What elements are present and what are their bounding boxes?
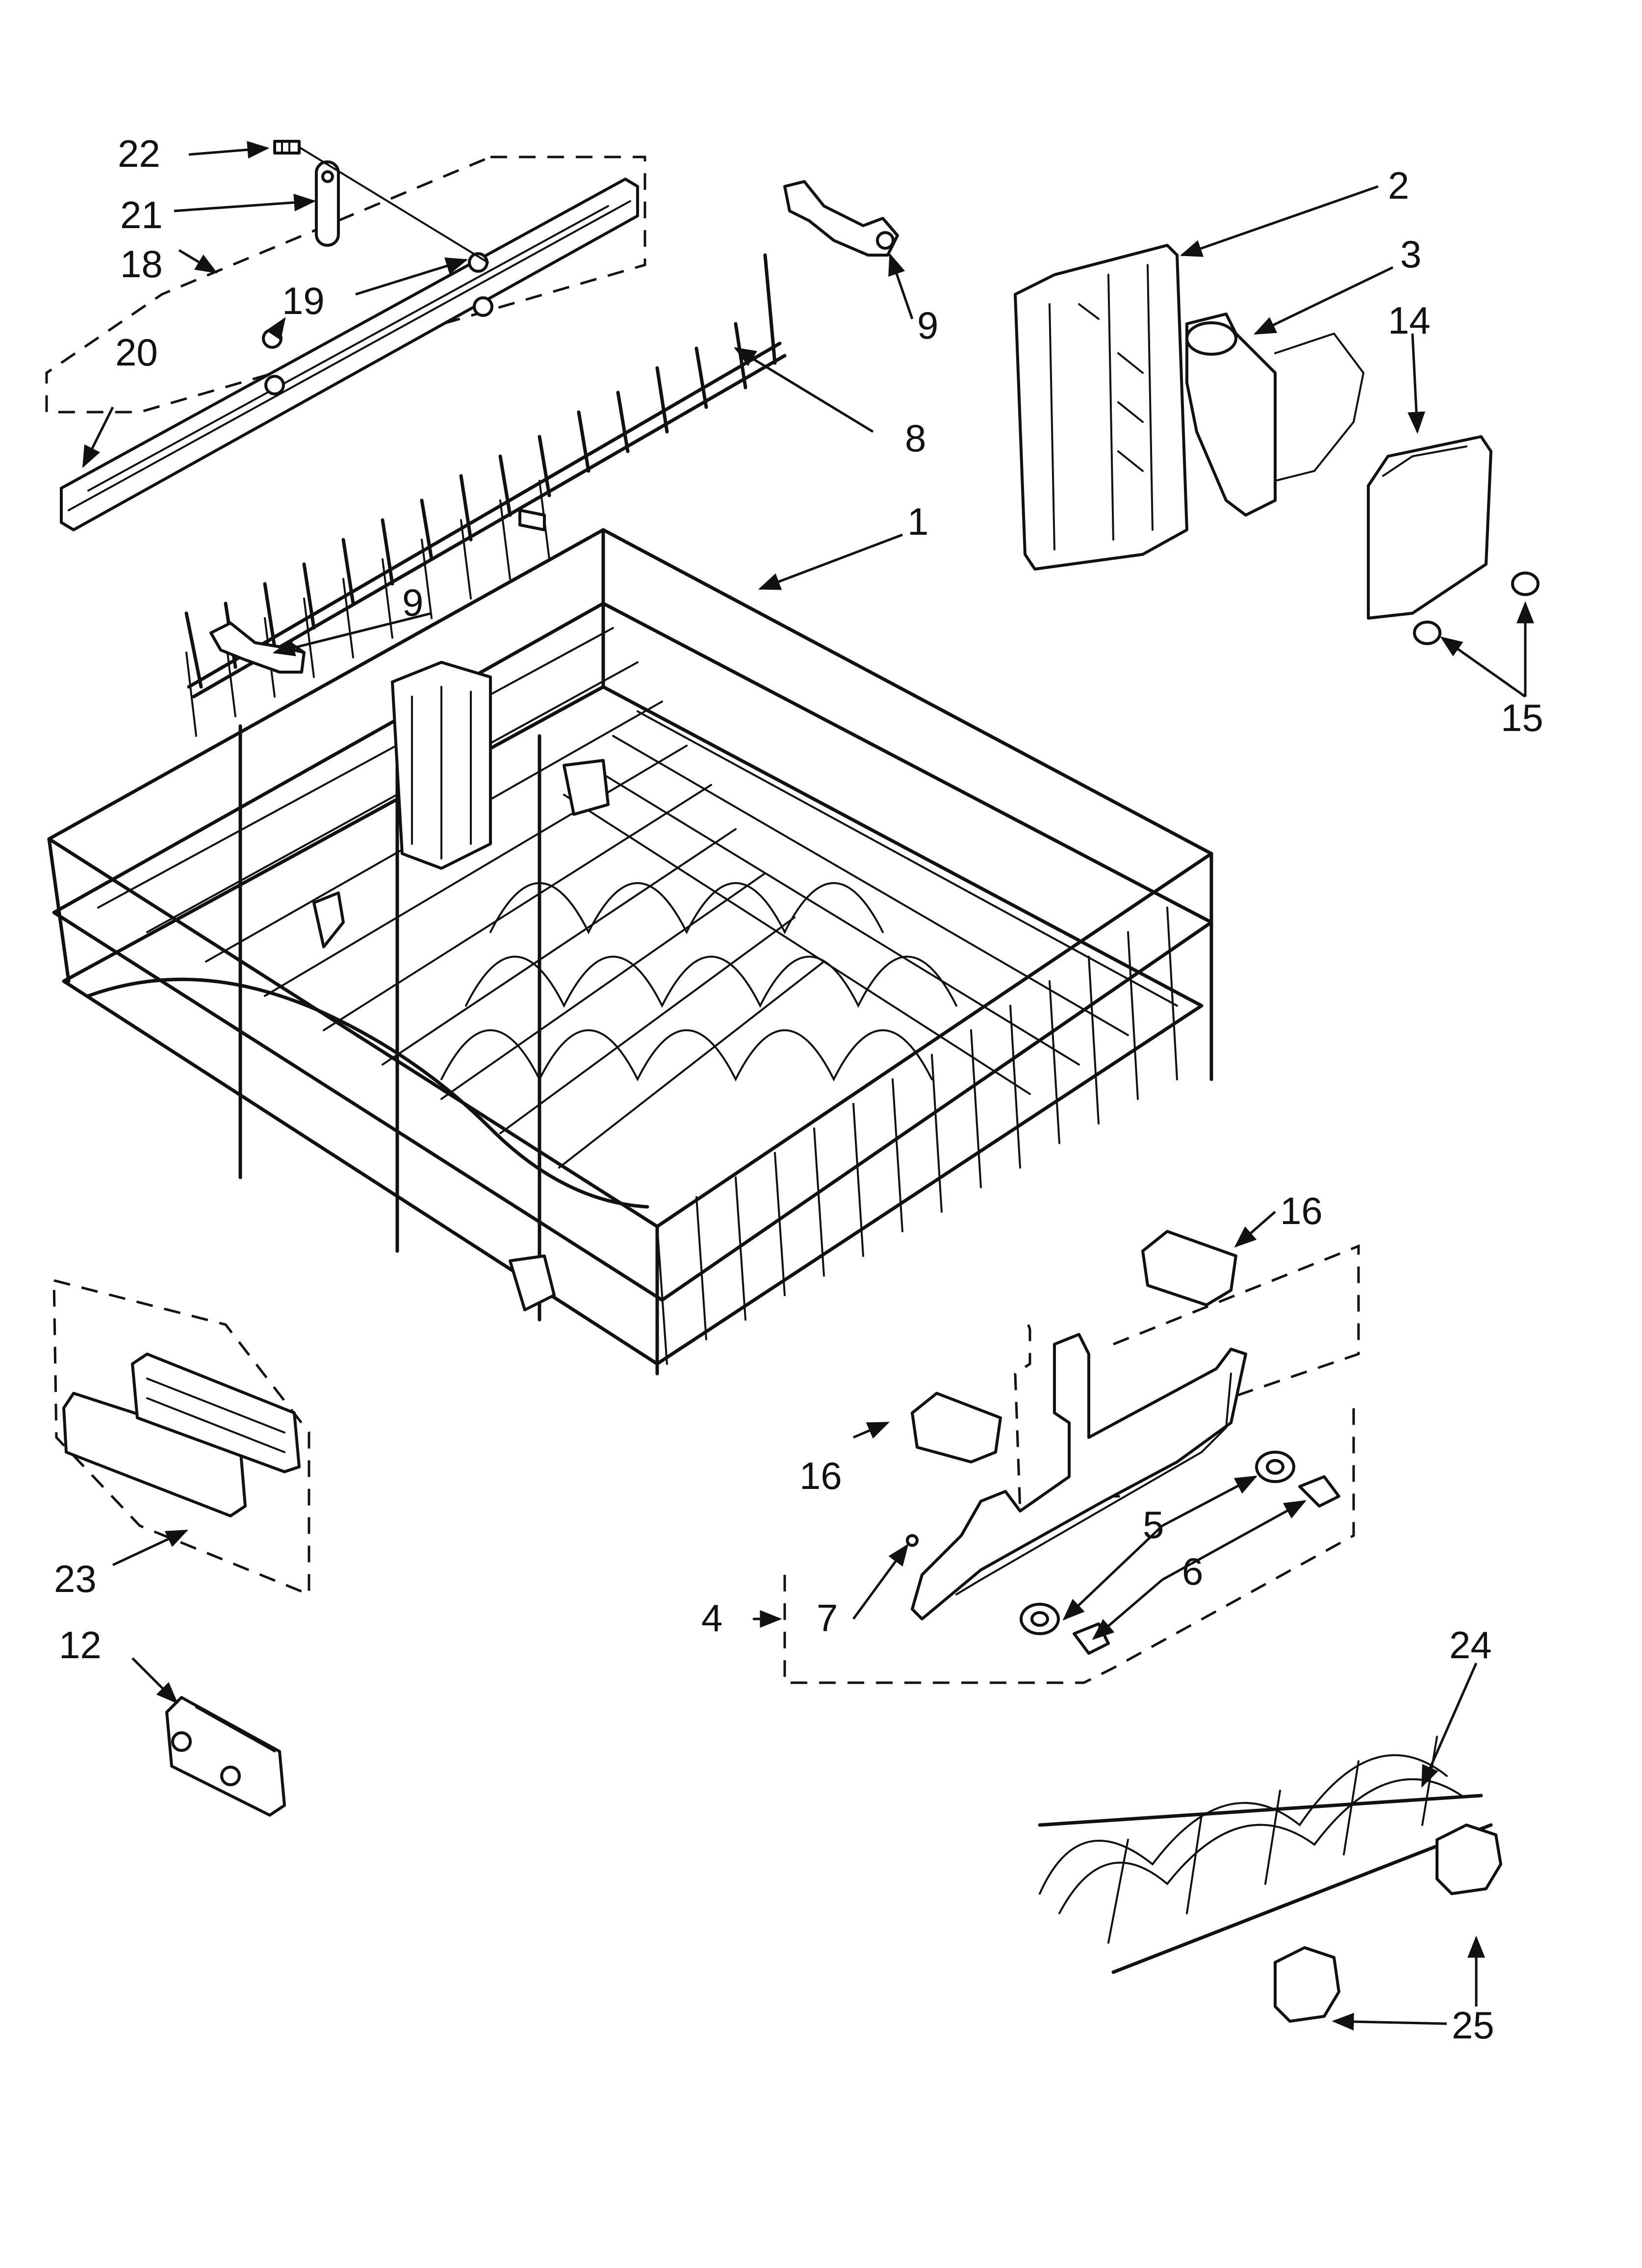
callout-23: 23 <box>54 1557 97 1600</box>
callout-labels: 22 21 18 19 20 9 8 1 9 2 3 14 15 16 16 5… <box>54 132 1543 2047</box>
callout-21: 21 <box>120 193 163 236</box>
callout-14: 14 <box>1388 299 1431 342</box>
assembly-line <box>298 146 489 263</box>
callout-8: 8 <box>905 417 926 460</box>
callout-22: 22 <box>118 132 160 175</box>
tine-clip-part <box>1274 1824 1502 2023</box>
pin-part <box>906 1534 919 1547</box>
callout-9-lower: 9 <box>402 581 423 624</box>
callout-6: 6 <box>1182 1550 1203 1593</box>
slide-part <box>911 1230 1237 1463</box>
callout-7: 7 <box>817 1596 838 1640</box>
callout-19: 19 <box>282 279 325 322</box>
adjuster-arm-part <box>911 1333 1247 1620</box>
callout-12: 12 <box>59 1623 102 1667</box>
callout-24: 24 <box>1449 1623 1492 1667</box>
callout-1: 1 <box>907 500 928 543</box>
tine-row-part <box>184 253 787 699</box>
callout-9-upper: 9 <box>917 304 938 347</box>
callout-5: 5 <box>1143 1503 1164 1546</box>
cup-shelf-cover-part <box>1367 435 1492 620</box>
callout-16-right: 16 <box>1280 1189 1323 1232</box>
fold-down-tines-part <box>1038 1736 1493 1974</box>
callout-4: 4 <box>701 1596 722 1640</box>
group-outline-handle <box>52 1278 310 1596</box>
cup-shelf-latch-part <box>1185 313 1365 517</box>
handle-cover-part <box>62 1392 247 1517</box>
callout-20: 20 <box>115 331 158 374</box>
group-outline-adjuster-lower <box>783 1398 1355 1684</box>
callout-3: 3 <box>1400 233 1421 276</box>
callout-16-left: 16 <box>799 1454 842 1497</box>
clip-part <box>783 180 899 257</box>
handle-insert-part <box>131 1353 301 1473</box>
plug-part <box>1413 572 1539 645</box>
clip-part-lower <box>209 622 306 674</box>
callout-18: 18 <box>120 242 163 286</box>
rack-stop-part <box>165 1696 286 1817</box>
callout-2: 2 <box>1388 164 1409 207</box>
upper-rack-part <box>47 480 1213 1376</box>
leader-lines <box>82 141 1534 2031</box>
callout-15: 15 <box>1501 696 1543 739</box>
screw-part <box>273 140 301 155</box>
bracket-part <box>315 160 340 247</box>
callout-25: 25 <box>1452 2004 1494 2047</box>
wheel-part <box>1020 1451 1295 1635</box>
cup-shelf-bracket-part <box>1014 244 1188 571</box>
